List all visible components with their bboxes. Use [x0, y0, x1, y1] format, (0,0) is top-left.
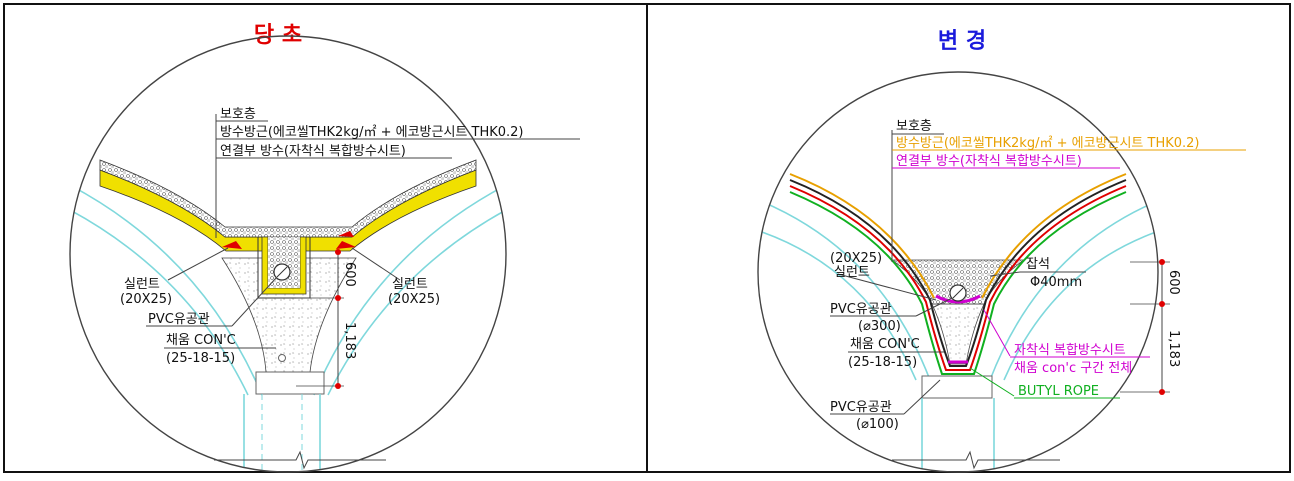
right-membrane-red [789, 185, 1127, 371]
left-note-protection: 보호층 [220, 107, 256, 122]
right-pvc-label: PVC유공관 [830, 302, 892, 317]
right-detail-clip [758, 173, 1158, 472]
right-sealant-label: 실런트 [392, 277, 428, 292]
right-break-line [892, 450, 1060, 470]
right-note-joint: 연결부 방수(자착식 복합방수시트) [896, 154, 1082, 169]
right-sealant-size: (20X25) [388, 292, 440, 307]
right-sealant-leader [837, 273, 937, 301]
left-panel: 당 초 [69, 23, 580, 473]
left-protection-band [99, 159, 477, 238]
right-pvc-size: (⌀300) [858, 319, 901, 334]
right-cyan-arc [758, 199, 931, 381]
right-gravel-label: 잡석 [1026, 257, 1050, 272]
left-pile [243, 394, 321, 472]
right-cyan-arc [1003, 231, 1157, 381]
left-cyan-arc [70, 209, 249, 396]
right-dim-600: 600 [1166, 270, 1181, 295]
right-fill-mix: (25-18-15) [848, 355, 917, 370]
right-pvc-leader [915, 297, 953, 317]
left-fill-label: 채움 CON'C [166, 333, 236, 348]
left-dim-dot [335, 295, 341, 301]
right-membrane-orange [981, 173, 1127, 299]
right-butyl-label: BUTYL ROPE [1018, 384, 1099, 399]
left-pvc-label: PVC유공관 [148, 312, 210, 327]
left-cyan-arc [327, 209, 506, 396]
left-break-line [214, 450, 386, 470]
right-butyl-leader [969, 367, 1015, 397]
right-bottom-pipe [921, 375, 993, 399]
right-pvc-pipe-slash [952, 287, 964, 299]
right-cyan-arc [989, 199, 1158, 381]
left-sealant-size: (20X25) [120, 292, 172, 307]
left-sealant-mark [222, 241, 242, 249]
right-fill-label: 채움 CON'C [850, 337, 920, 352]
right-membrane-green [789, 191, 1127, 375]
left-detail-circle [69, 35, 507, 473]
left-detail-clip [70, 159, 506, 472]
right-pile [921, 398, 995, 472]
right-membrane-magenta [935, 294, 981, 304]
right-panel: 변 경 [757, 29, 1246, 473]
right-dim-dot [1159, 259, 1165, 265]
left-u-channel-outer [257, 237, 311, 299]
left-small-pipe [278, 354, 286, 362]
right-sealant-size: (20X25) [830, 251, 882, 266]
right-sealant-label: 실런트 [834, 265, 870, 280]
right-cyan-arc [761, 231, 917, 381]
right-note-protection: 보호층 [896, 119, 932, 134]
left-pvc-leader [231, 277, 277, 327]
left-sealant-mark [336, 241, 356, 249]
left-pvc-pipe-slash [276, 266, 288, 278]
right-membrane-orange [789, 173, 935, 299]
right-note-waterproof: 방수방근(에코씰THK2kg/㎡ + 에코방근시트 THK0.2) [896, 136, 1200, 151]
left-pile-dash [261, 394, 303, 472]
right-pvc-bottom-leader [903, 379, 941, 415]
right-dim-1183: 1,183 [1166, 330, 1181, 367]
right-membrane-black [789, 179, 1127, 367]
right-detail-circle [757, 71, 1159, 473]
right-gravel-leader [989, 271, 1021, 277]
left-note-waterproof: 방수방근(에코씰THK2kg/㎡ + 에코방근시트 THK0.2) [220, 125, 524, 140]
right-title: 변 경 [938, 29, 986, 54]
right-membrane-note-2: 채움 con'c 구간 전체 [1014, 361, 1132, 376]
right-dim-dot [1159, 301, 1165, 307]
left-sealant-mark [338, 231, 354, 237]
left-cyan-arc [70, 179, 263, 396]
right-pvc-bottom-label: PVC유공관 [830, 400, 892, 415]
left-cyan-arc [313, 179, 506, 396]
right-pvc-bottom-size: (⌀100) [856, 417, 899, 432]
right-membrane-note: 자착식 복합방수시트 [1014, 343, 1126, 358]
left-dim-1183: 1,183 [342, 322, 357, 359]
left-dim-dot [335, 383, 341, 389]
left-dim-dot [335, 249, 341, 255]
left-note-joint: 연결부 방수(자착식 복합방수시트) [220, 144, 406, 159]
right-gravel-size: Φ40mm [1030, 275, 1082, 290]
right-dim-dot [1159, 389, 1165, 395]
left-sealant-leader [167, 247, 229, 281]
right-sealant-leader [351, 247, 401, 281]
left-dim-600: 600 [342, 262, 357, 287]
left-fill-mix: (25-18-15) [166, 351, 235, 366]
left-bottom-pipe [255, 371, 325, 395]
left-sealant-label: 실런트 [124, 277, 160, 292]
right-membrane-leader [983, 309, 1011, 357]
